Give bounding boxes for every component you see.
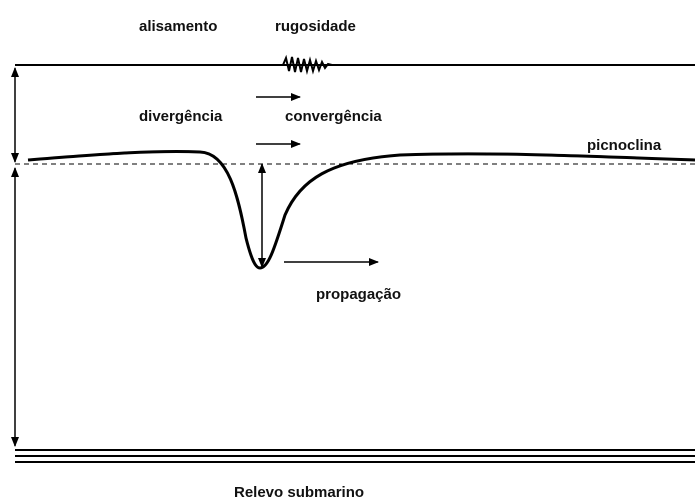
label-alisamento: alisamento [139,18,217,35]
surface-roughness-squiggle [282,54,333,75]
label-divergencia: divergência [139,108,223,125]
label-convergencia: convergência [285,108,382,125]
label-rugosidade: rugosidade [275,18,356,35]
pycnocline-curve [27,150,695,270]
label-picnoclina: picnoclina [587,137,662,154]
label-relevo-submarino: Relevo submarino [234,484,364,501]
label-propagacao: propagação [316,286,401,303]
